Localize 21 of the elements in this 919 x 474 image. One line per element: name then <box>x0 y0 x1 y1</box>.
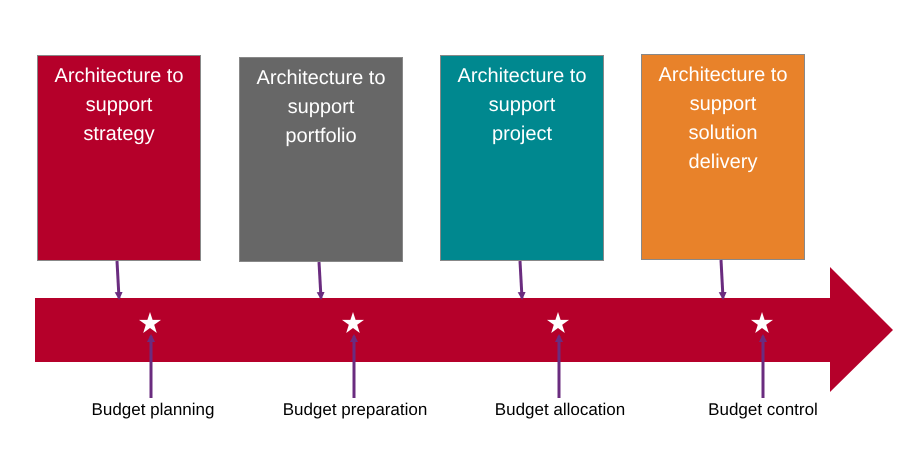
milestone-label: Budget planning <box>73 400 233 422</box>
milestone-label: Budget preparation <box>260 400 450 422</box>
process-box: Architecture to support strategy <box>37 55 201 261</box>
arrow <box>316 262 325 300</box>
process-box: Architecture to support project <box>440 55 604 261</box>
process-box: Architecture to support portfolio <box>239 57 403 262</box>
star-icon <box>750 311 774 335</box>
arrow <box>518 260 526 300</box>
arrow <box>147 334 155 398</box>
arrow <box>718 260 727 300</box>
star-icon <box>138 311 162 335</box>
milestone-label: Budget allocation <box>475 400 645 422</box>
arrow <box>114 260 123 300</box>
arrow <box>555 334 563 398</box>
star-icon <box>341 311 365 335</box>
timeline-arrow <box>35 267 893 392</box>
arrow <box>350 334 358 398</box>
arrow <box>759 334 767 398</box>
milestone-label: Budget control <box>688 400 838 422</box>
process-box: Architecture to support solution delivery <box>641 54 805 260</box>
star-icon <box>546 311 570 335</box>
